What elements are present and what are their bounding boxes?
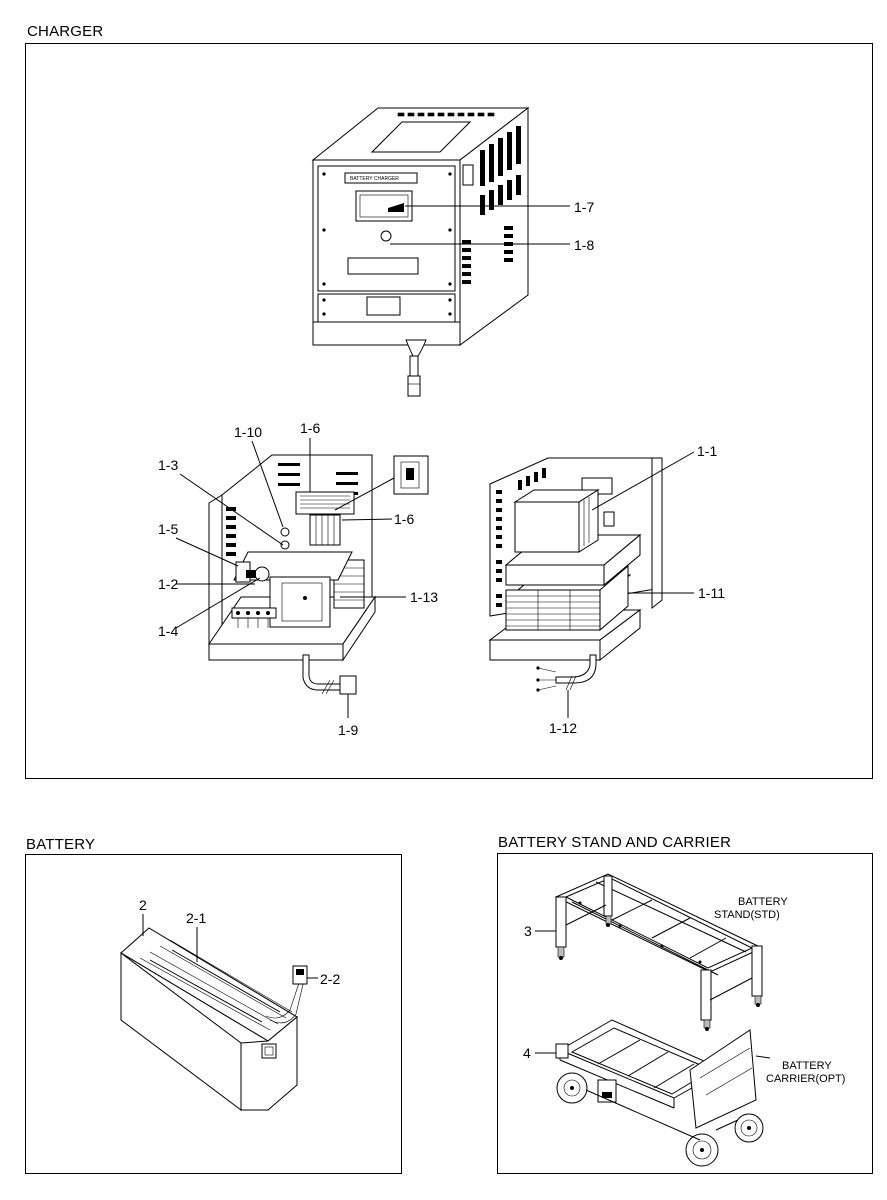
label-1-7: 1-7 bbox=[574, 199, 594, 215]
carrier-caption-line2: CARRIER(OPT) bbox=[766, 1073, 845, 1085]
label-1-6-right: 1-6 bbox=[394, 511, 414, 527]
label-3: 3 bbox=[524, 923, 532, 939]
front-panel-header: BATTERY CHARGER bbox=[350, 176, 399, 182]
leader-1-4 bbox=[175, 577, 261, 629]
leader-1-6-right bbox=[341, 518, 393, 521]
stand-caption-line2: STAND(STD) bbox=[714, 909, 780, 921]
carrier-caption-line1: BATTERY bbox=[782, 1060, 832, 1072]
leader-1-5 bbox=[175, 537, 239, 567]
charger-section-title: CHARGER bbox=[27, 23, 104, 40]
leader-1-10 bbox=[251, 440, 284, 528]
label-1-1: 1-1 bbox=[697, 443, 717, 459]
label-2: 2 bbox=[139, 897, 147, 913]
label-1-3: 1-3 bbox=[158, 457, 178, 473]
label-1-9: 1-9 bbox=[338, 722, 358, 738]
charger-assembled-illustration: BATTERY CHARGER bbox=[311, 106, 530, 397]
label-1-6-top: 1-6 bbox=[300, 420, 320, 436]
label-4: 4 bbox=[523, 1045, 531, 1061]
label-1-8: 1-8 bbox=[574, 237, 594, 253]
leader-1-1 bbox=[591, 451, 695, 511]
label-2-2: 2-2 bbox=[320, 971, 340, 987]
label-1-10: 1-10 bbox=[234, 424, 262, 440]
charger-internal-right-illustration bbox=[488, 457, 663, 692]
label-1-12: 1-12 bbox=[549, 720, 577, 736]
label-1-5: 1-5 bbox=[158, 521, 178, 537]
leader-1-3 bbox=[179, 473, 284, 546]
label-1-4: 1-4 bbox=[158, 623, 178, 639]
battery-section-title: BATTERY bbox=[26, 836, 96, 853]
label-1-13: 1-13 bbox=[410, 589, 438, 605]
label-1-2: 1-2 bbox=[158, 576, 178, 592]
battery-carrier-illustration bbox=[555, 1019, 771, 1167]
charger-internal-left-illustration bbox=[208, 454, 429, 695]
battery-stand-illustration bbox=[554, 873, 764, 1031]
stand-section-title: BATTERY STAND AND CARRIER bbox=[498, 834, 732, 851]
battery-illustration bbox=[120, 927, 308, 1111]
stand-caption-line1: BATTERY bbox=[738, 896, 788, 908]
label-1-11: 1-11 bbox=[698, 585, 725, 601]
label-2-1: 2-1 bbox=[186, 910, 206, 926]
